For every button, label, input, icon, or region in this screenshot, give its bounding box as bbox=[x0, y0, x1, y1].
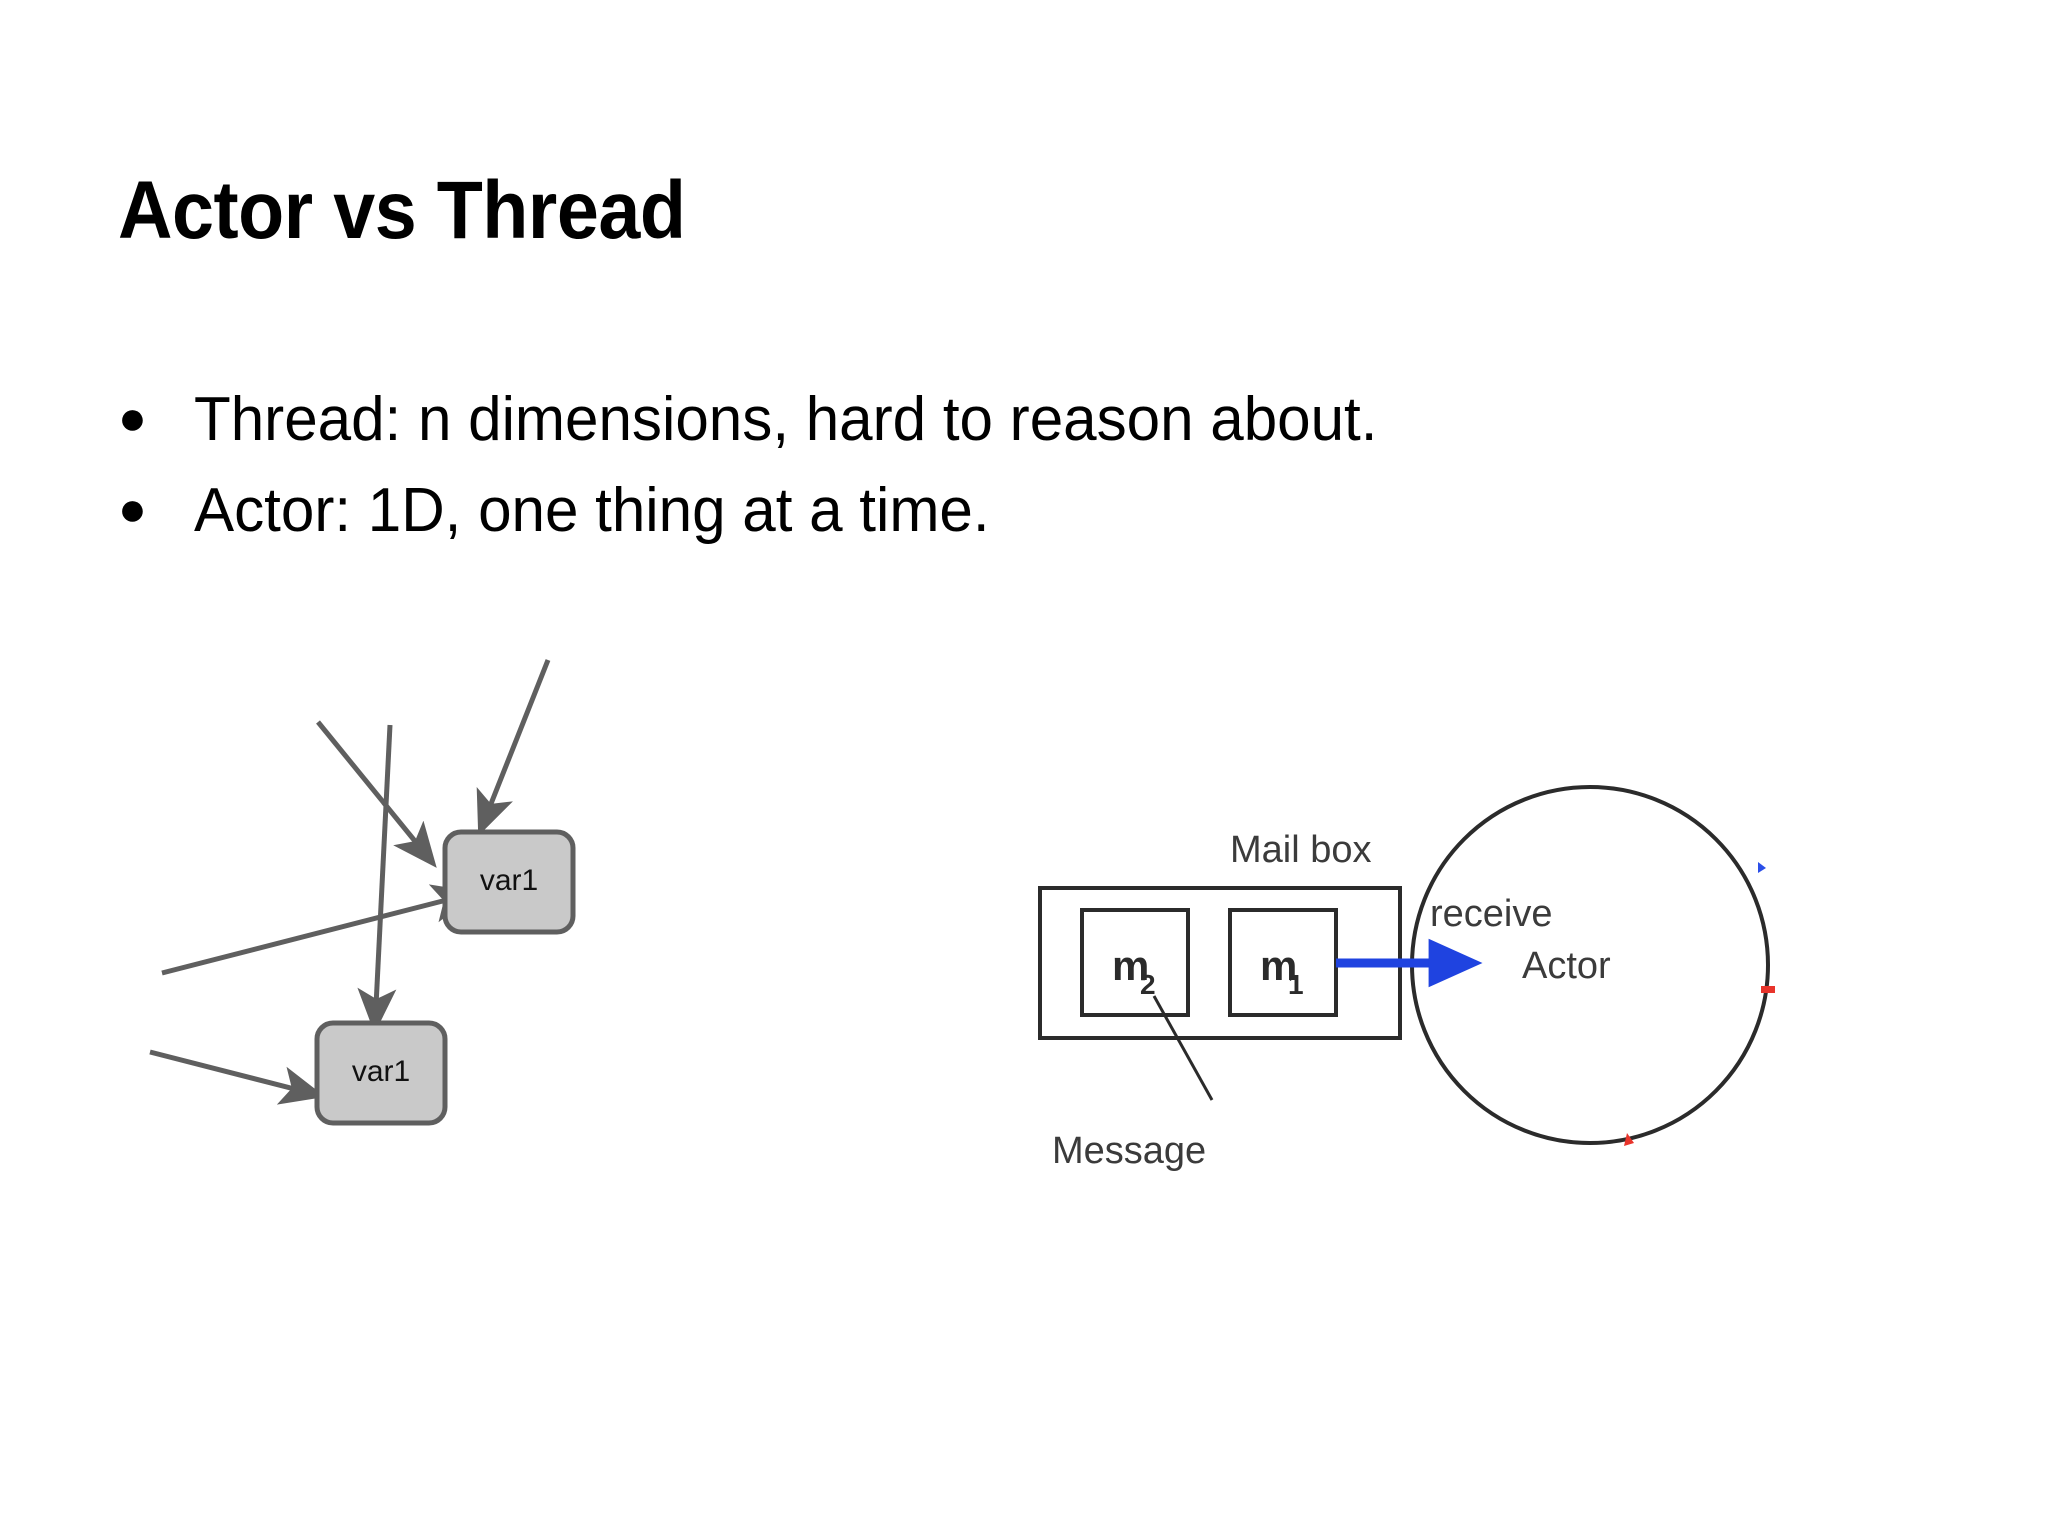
thread-arrow-1 bbox=[476, 659, 551, 836]
message-box-m1-subscript: 1 bbox=[1288, 969, 1304, 1000]
bullet-text-thread: Thread: n dimensions, hard to reason abo… bbox=[194, 385, 1378, 454]
var1-box-bottom-label: var1 bbox=[352, 1055, 410, 1088]
list-item: ● Actor: 1D, one thing at a time. bbox=[118, 476, 1918, 545]
thread-arrow-2 bbox=[316, 720, 437, 868]
receive-label: receive bbox=[1430, 893, 1553, 935]
var1-box-bottom-shape bbox=[314, 1020, 448, 1126]
message-box-m2: m 2 bbox=[1080, 908, 1190, 1017]
blue-tick-marker bbox=[1758, 862, 1766, 873]
page-title: Actor vs Thread bbox=[118, 165, 686, 256]
actor-diagram: Mail box m 2 m 1 Message bbox=[1030, 785, 1930, 1270]
message-box-m2-label: m bbox=[1112, 942, 1149, 989]
bullet-dot-icon: ● bbox=[118, 392, 147, 445]
bullet-text-actor: Actor: 1D, one thing at a time. bbox=[194, 476, 990, 546]
list-item: ● Thread: n dimensions, hard to reason a… bbox=[118, 385, 1918, 454]
bullet-list: ● Thread: n dimensions, hard to reason a… bbox=[118, 385, 1918, 568]
var1-box-top: var1 bbox=[442, 829, 576, 935]
thread-arrow-4 bbox=[161, 884, 478, 976]
message-box-m2-shape bbox=[1080, 908, 1190, 1017]
bullet-dot-icon: ● bbox=[118, 483, 147, 537]
thread-arrow-3 bbox=[357, 724, 397, 1034]
message-leader-line bbox=[1152, 995, 1214, 1101]
thread-arrow-5 bbox=[149, 1049, 326, 1105]
message-box-m1-label: m bbox=[1260, 942, 1297, 989]
message-box-m2-subscript: 2 bbox=[1140, 969, 1156, 1000]
red-tick-marker-right bbox=[1761, 986, 1775, 993]
var1-box-top-label: var1 bbox=[480, 864, 538, 897]
var1-box-top-shape bbox=[442, 829, 576, 935]
actor-label: Actor bbox=[1522, 945, 1611, 987]
message-box-m1: m 1 bbox=[1228, 908, 1338, 1017]
red-tick-marker-bottom bbox=[1624, 1133, 1634, 1146]
thread-diagram: var1 var1 bbox=[149, 640, 790, 1200]
mailbox-label: Mail box bbox=[1230, 829, 1372, 871]
var1-box-bottom: var1 bbox=[314, 1020, 448, 1126]
message-label: Message bbox=[1052, 1130, 1206, 1172]
